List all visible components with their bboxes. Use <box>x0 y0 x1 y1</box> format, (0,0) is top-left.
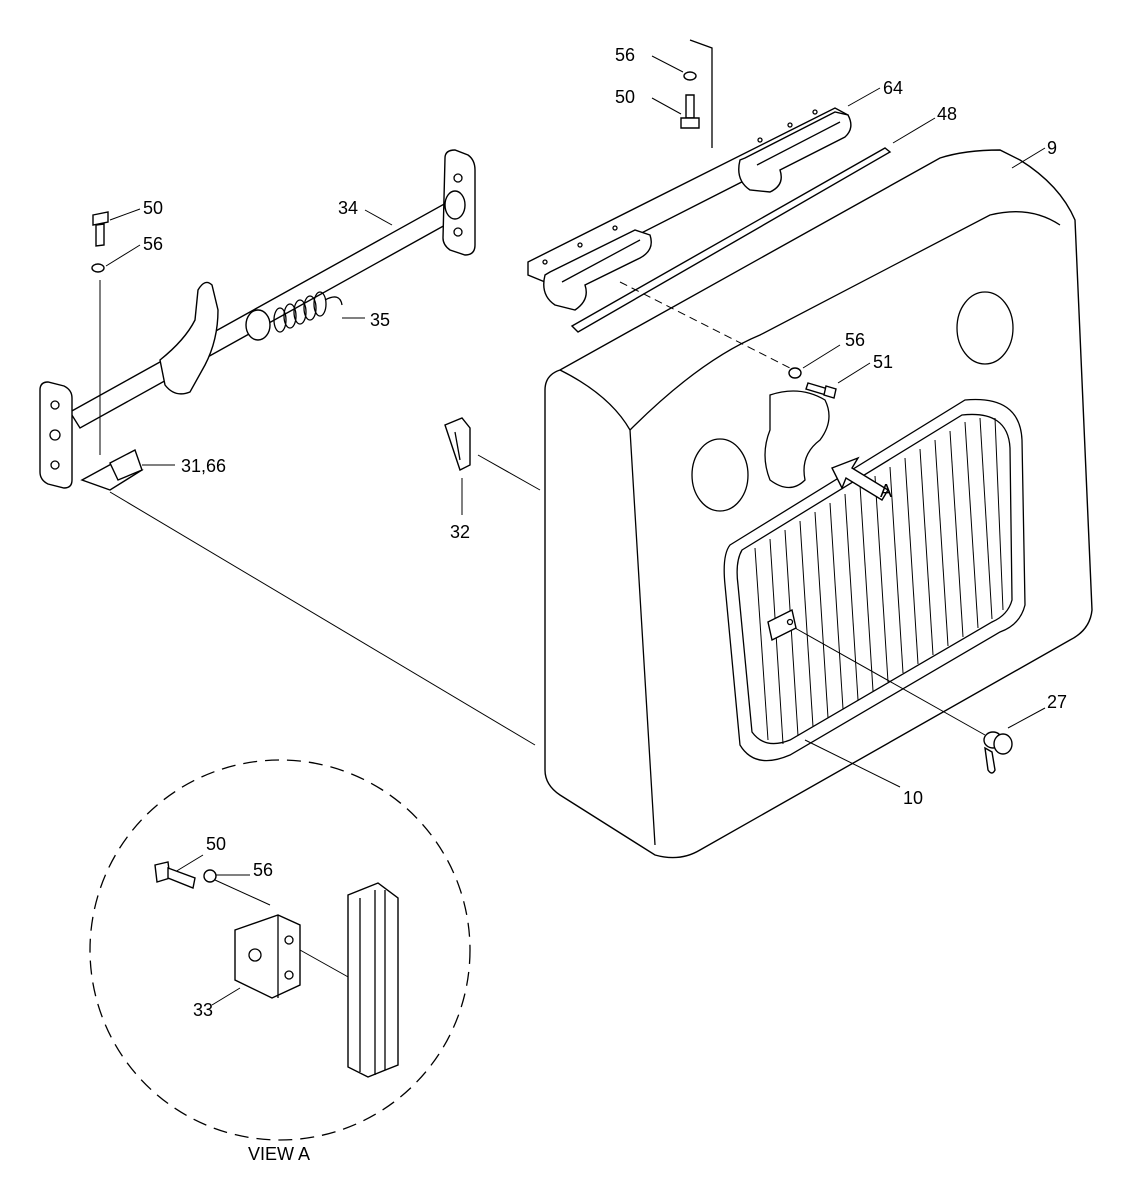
callout-56-mid: 56 <box>845 330 865 350</box>
callout-a: A <box>880 481 892 501</box>
leader-lines <box>105 55 1046 1006</box>
callout-33: 33 <box>193 1000 213 1020</box>
clip-32 <box>444 417 471 471</box>
callout-56-view: 56 <box>253 860 273 880</box>
bracket-33 <box>234 914 301 999</box>
callout-51: 51 <box>873 352 893 372</box>
callout-34: 34 <box>338 198 358 218</box>
bolt-50-top <box>680 94 700 129</box>
pin-27 <box>983 731 1013 774</box>
callout-48: 48 <box>937 104 957 124</box>
washer-56-view <box>203 869 217 883</box>
hinge-assembly-64 <box>527 107 852 311</box>
callout-56-top: 56 <box>615 45 635 65</box>
washer-56-left <box>91 263 105 273</box>
callout-35: 35 <box>370 310 390 330</box>
callout-64: 64 <box>883 78 903 98</box>
callout-27: 27 <box>1047 692 1067 712</box>
bracket-31-66 <box>80 449 144 491</box>
panel-9 <box>544 149 1093 859</box>
view-arrow-a <box>831 456 889 501</box>
view-a-title: VIEW A <box>248 1144 310 1164</box>
callout-56-left: 56 <box>143 234 163 254</box>
washer-56-mid <box>788 367 802 379</box>
callout-50-left: 50 <box>143 198 163 218</box>
reference-plate <box>689 39 713 148</box>
washer-56-top <box>683 71 697 81</box>
hidden-leader <box>619 281 791 369</box>
callout-9: 9 <box>1047 138 1057 158</box>
callout-10: 10 <box>903 788 923 808</box>
callout-32: 32 <box>450 522 470 542</box>
callout-31-66: 31,66 <box>181 456 226 476</box>
channel-rail <box>347 882 399 1078</box>
seal-strip-48 <box>570 147 892 333</box>
bolt-50-view <box>154 861 196 889</box>
callout-50-top: 50 <box>615 87 635 107</box>
spring-35 <box>273 291 343 333</box>
callout-50-view: 50 <box>206 834 226 854</box>
view-a-detail <box>89 759 471 1141</box>
grille-slats <box>754 417 1004 745</box>
rod-assembly-34 <box>39 149 476 489</box>
bolt-51 <box>805 382 837 399</box>
bolt-50-left <box>92 211 109 247</box>
